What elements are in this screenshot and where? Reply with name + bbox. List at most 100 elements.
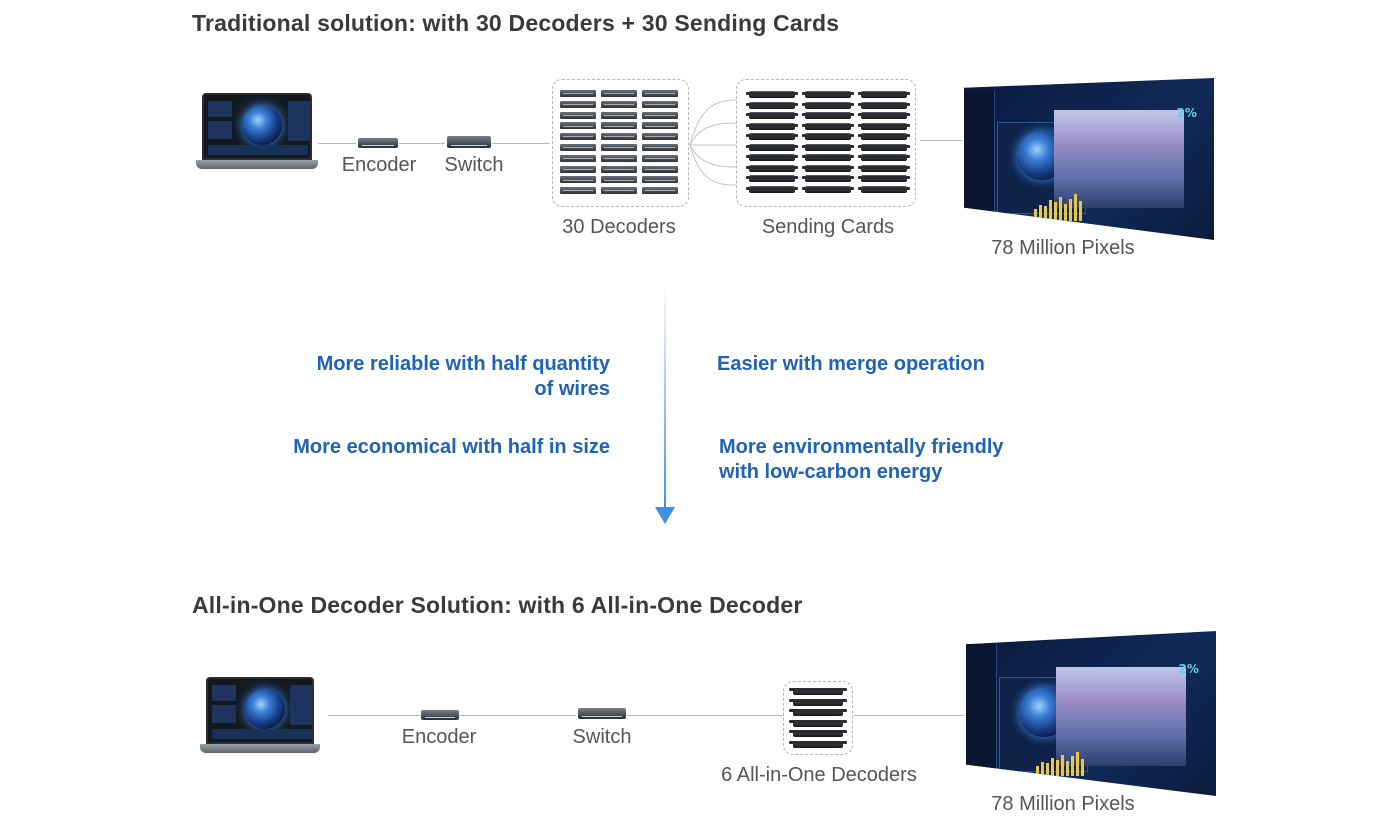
- benefit-reliable-line2: of wires: [534, 378, 610, 400]
- decoder-unit-icon: [642, 111, 678, 119]
- sending-card-icon: [858, 101, 910, 109]
- decoder-unit-icon: [642, 133, 678, 141]
- arrow-head-icon: [655, 507, 675, 524]
- decoder-unit-icon: [601, 187, 637, 195]
- decoder-unit-icon: [601, 122, 637, 130]
- encoder-label: Encoder: [401, 726, 477, 748]
- sending-card-icon: [746, 143, 798, 151]
- sending-cards-label: Sending Cards: [761, 216, 895, 238]
- decoder-unit-icon: [601, 165, 637, 173]
- encoder-label: Encoder: [341, 154, 417, 176]
- switch-label: Switch: [572, 726, 632, 748]
- sending-card-icon: [858, 143, 910, 151]
- sending-card-icon: [802, 101, 854, 109]
- sending-card-icon: [858, 133, 910, 140]
- decoder-unit-icon: [642, 154, 678, 162]
- benefit-reliable-line1: More reliable with half quantity: [316, 353, 610, 375]
- traditional-title: Traditional solution: with 30 Decoders +…: [192, 10, 840, 36]
- switch-icon: [447, 136, 491, 148]
- sending-card-icon: [858, 91, 910, 98]
- sending-card-icon: [746, 175, 798, 182]
- decoder-unit-icon: [560, 154, 596, 162]
- sending-card-icon: [746, 154, 798, 161]
- sending-card-icon: [802, 185, 854, 193]
- decoders-group: [552, 79, 689, 207]
- decoder-unit-icon: [642, 144, 678, 151]
- allinone-decoder-icon: [789, 730, 847, 737]
- sending-card-icon: [746, 133, 798, 140]
- sending-card-icon: [858, 175, 910, 182]
- sending-card-icon: [802, 112, 854, 119]
- allinone-decoder-icon: [789, 740, 847, 748]
- connector-line: [627, 715, 782, 716]
- led-wall-display: 2%: [966, 631, 1216, 796]
- connector-line: [920, 140, 962, 141]
- decoder-unit-icon: [560, 111, 596, 119]
- decoder-unit-icon: [560, 90, 596, 97]
- decoder-unit-icon: [560, 144, 596, 151]
- allinone-decoder-icon: [789, 719, 847, 727]
- decoder-unit-icon: [560, 187, 596, 195]
- connector-line: [318, 143, 356, 144]
- sending-card-icon: [746, 91, 798, 98]
- sending-card-icon: [858, 164, 910, 172]
- sending-card-icon: [802, 122, 854, 130]
- decoder-unit-icon: [601, 176, 637, 184]
- sending-card-icon: [802, 175, 854, 182]
- decoder-unit-icon: [642, 122, 678, 130]
- sending-card-icon: [746, 164, 798, 172]
- transition-arrow: [664, 283, 666, 509]
- allinone-decoder-icon: [789, 698, 847, 706]
- decoder-unit-icon: [560, 133, 596, 141]
- switch-icon: [578, 708, 626, 719]
- encoder-icon: [358, 138, 398, 148]
- pixels-label: 78 Million Pixels: [991, 237, 1135, 259]
- allinone-decoders-label: 6 All-in-One Decoders: [721, 764, 917, 786]
- decoder-unit-icon: [560, 100, 596, 108]
- decoder-unit-icon: [601, 100, 637, 108]
- benefit-environment-line1: More environmentally friendly: [719, 436, 1004, 458]
- sending-card-icon: [802, 164, 854, 172]
- encoder-icon: [421, 710, 459, 720]
- decoder-unit-icon: [601, 144, 637, 151]
- wall-percent-text: 2%: [1176, 105, 1197, 120]
- sending-card-icon: [802, 91, 854, 98]
- benefit-economical: More economical with half in size: [293, 436, 610, 458]
- decoder-unit-icon: [601, 111, 637, 119]
- benefit-reliable: More reliable with half quantity of wire…: [240, 352, 610, 402]
- decoders-label: 30 Decoders: [562, 216, 676, 238]
- connector-line: [460, 715, 576, 716]
- benefit-environment: More environmentally friendly with low-c…: [719, 435, 1004, 485]
- switch-label: Switch: [444, 154, 504, 176]
- allinone-decoders-group: [783, 681, 853, 755]
- sending-card-icon: [746, 122, 798, 130]
- decoder-unit-icon: [560, 122, 596, 130]
- decoder-unit-icon: [560, 165, 596, 173]
- connector-line: [328, 715, 420, 716]
- allinone-title: All-in-One Decoder Solution: with 6 All-…: [192, 592, 803, 618]
- connector-line: [854, 715, 964, 716]
- decoder-unit-icon: [642, 90, 678, 97]
- decoder-unit-icon: [642, 176, 678, 184]
- allinone-decoder-icon: [789, 688, 847, 695]
- cable-fanout: [689, 99, 737, 186]
- decoder-unit-icon: [560, 176, 596, 184]
- sending-card-icon: [802, 133, 854, 140]
- sending-card-icon: [802, 154, 854, 161]
- sending-card-icon: [858, 154, 910, 161]
- decoder-unit-icon: [601, 90, 637, 97]
- led-wall-display: 2%: [964, 78, 1214, 240]
- allinone-decoder-icon: [789, 709, 847, 716]
- connector-line: [399, 143, 445, 144]
- decoder-unit-icon: [601, 154, 637, 162]
- decoder-unit-icon: [642, 165, 678, 173]
- sending-card-icon: [802, 143, 854, 151]
- decoder-unit-icon: [642, 187, 678, 195]
- sending-card-icon: [858, 122, 910, 130]
- wall-percent-text: 2%: [1178, 662, 1199, 677]
- benefit-environment-line2: with low-carbon energy: [719, 461, 943, 483]
- laptop-icon: [196, 93, 318, 169]
- sending-card-icon: [746, 185, 798, 193]
- sending-cards-group: [736, 79, 916, 207]
- sending-card-icon: [746, 112, 798, 119]
